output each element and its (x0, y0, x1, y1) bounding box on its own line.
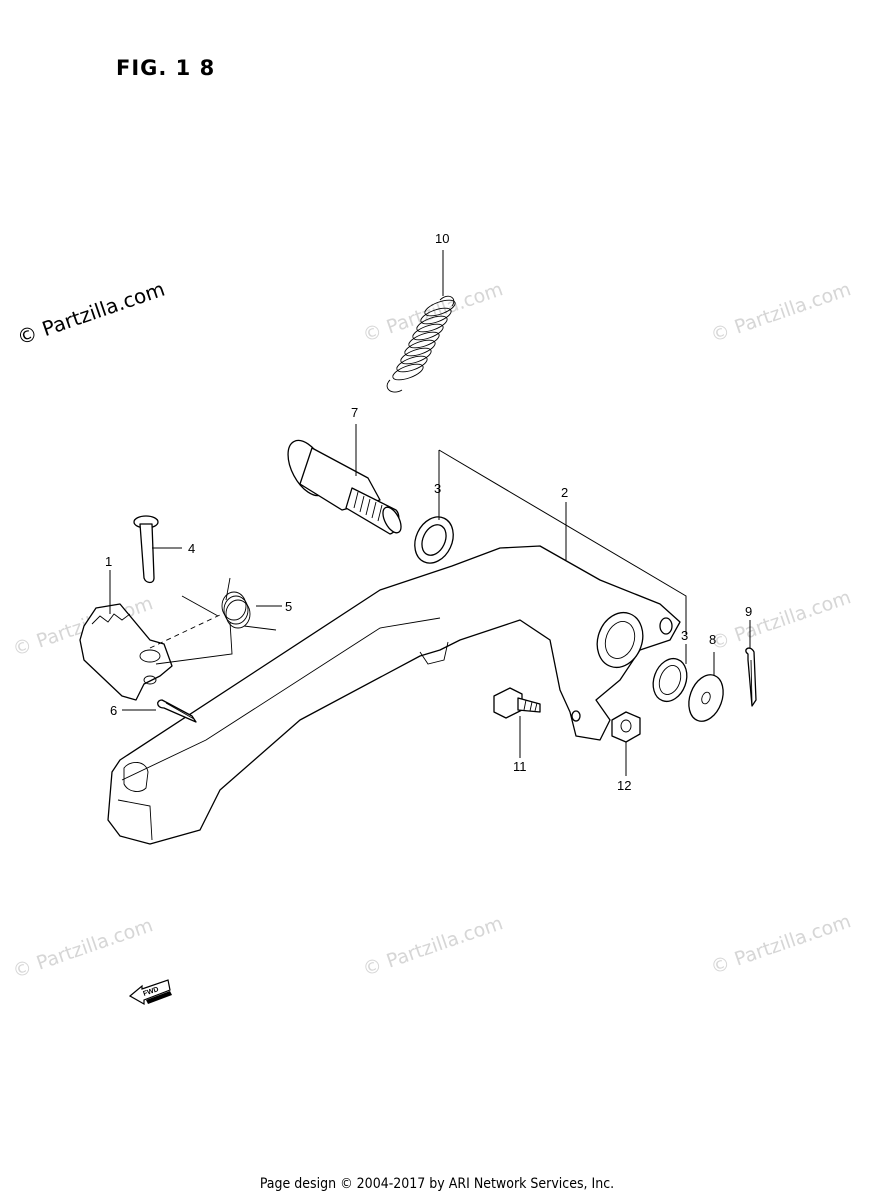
bolt-part-11[interactable] (493, 687, 541, 719)
callout-8: 8 (709, 632, 716, 647)
nut-part-12[interactable] (611, 711, 641, 743)
assembly-line (155, 621, 233, 665)
callout-7: 7 (351, 405, 358, 420)
pin-part-4[interactable] (133, 515, 159, 584)
callout-3b: 3 (681, 628, 688, 643)
callout-3: 3 (434, 481, 441, 496)
assembly-dash (149, 613, 223, 649)
torsion-spring-part-5[interactable] (181, 577, 277, 631)
bracket-part-1[interactable] (79, 603, 173, 701)
cotter-pin-part-6[interactable] (157, 699, 197, 723)
fwd-arrow-icon: FWD (128, 979, 172, 1006)
page-footer: Page design © 2004-2017 by ARI Network S… (259, 1176, 615, 1192)
seal-part-3[interactable] (647, 654, 692, 706)
callout-11: 11 (513, 759, 527, 774)
callout-2: 2 (561, 485, 568, 500)
cotter-pin-part-9[interactable] (745, 647, 757, 707)
callout-1: 1 (105, 554, 112, 569)
assembly-bracket (438, 449, 687, 634)
callout-9: 9 (745, 604, 752, 619)
washer-part-8[interactable] (683, 670, 729, 726)
fwd-label: FWD (142, 986, 159, 998)
shaft-part-7[interactable] (280, 434, 405, 536)
callout-4: 4 (188, 541, 195, 556)
figure-title: FIG. 1 8 (116, 56, 216, 80)
seal-part-3[interactable] (408, 511, 461, 570)
callout-6: 6 (110, 703, 117, 718)
spring-part-10[interactable] (386, 295, 457, 393)
callout-10: 10 (435, 231, 449, 246)
callout-12: 12 (617, 778, 631, 793)
callout-5: 5 (285, 599, 292, 614)
brake-pedal-part-2[interactable] (107, 545, 681, 845)
